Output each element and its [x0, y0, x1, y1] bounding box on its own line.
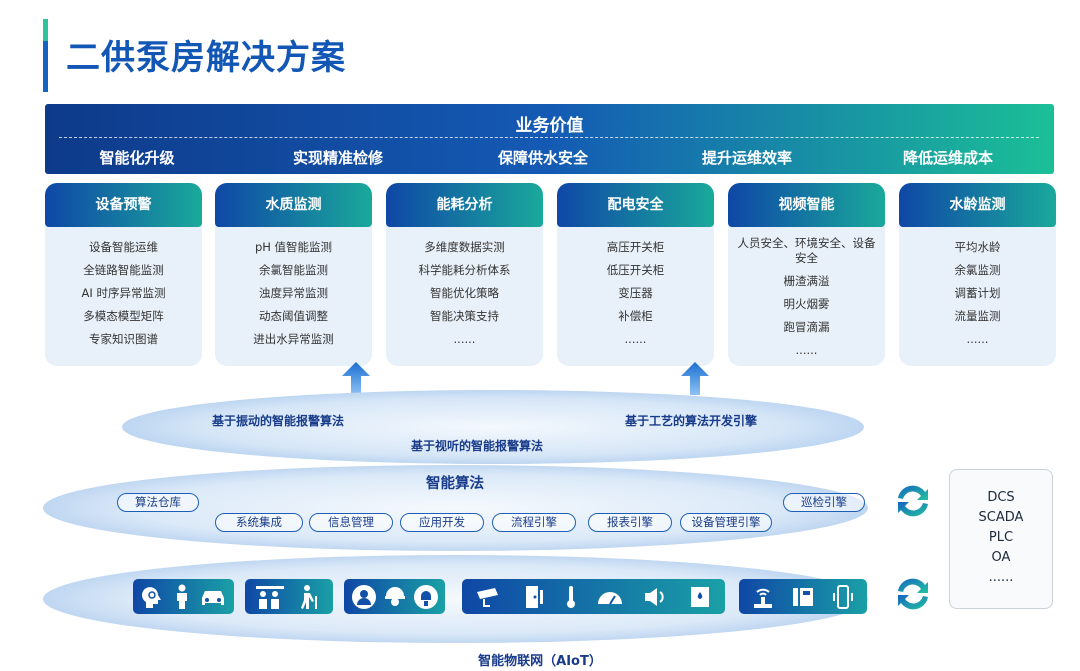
card-item: 余氯监测 [954, 263, 1001, 277]
car-icon [201, 590, 224, 605]
person-icon [177, 584, 188, 609]
module-app-development: 应用开发 [400, 513, 484, 532]
arrow-up-icon [681, 362, 709, 395]
gauge-icon [598, 591, 623, 605]
card-item: ...... [453, 332, 476, 346]
card-title: 设备预警 [45, 183, 202, 227]
card-title: 配电安全 [557, 183, 714, 227]
card-item: 浊度异常监测 [259, 286, 328, 300]
card-item: 动态阈值调整 [259, 309, 328, 323]
card-item: 人员安全、环境安全、设备安全 [737, 236, 876, 265]
banner-title: 业务价值 [515, 116, 584, 136]
value-label: 实现精准检修 [292, 149, 384, 167]
card-item: 设备智能运维 [89, 240, 158, 254]
card-water-quality: 水质监测 pH 值智能监测 余氯智能监测 浊度异常监测 动态阈值调整 进出水异常… [215, 183, 372, 366]
module-info-management: 信息管理 [309, 513, 393, 532]
card-equipment-warning: 设备预警 设备智能运维 全链路智能监测 AI 时序异常监测 多模态模型矩阵 专家… [45, 183, 202, 366]
icon-group-people-vehicle [133, 579, 234, 614]
card-item: 余氯智能监测 [259, 263, 328, 277]
system-item: DCS [987, 490, 1015, 505]
thermometer-icon [566, 585, 575, 608]
card-item: 明火烟雾 [783, 297, 830, 311]
arrow-up-icon [342, 362, 370, 395]
system-item: SCADA [978, 510, 1024, 525]
module-workflow-engine: 流程引擎 [492, 513, 576, 532]
card-item: 科学能耗分析体系 [418, 263, 511, 277]
card-item: 调蓄计划 [954, 286, 1001, 300]
card-energy-analysis: 能耗分析 多维度数据实测 科学能耗分析体系 智能优化策略 智能决策支持 ....… [386, 183, 543, 366]
system-item: OA [991, 550, 1011, 565]
card-item: ...... [966, 332, 989, 346]
module-device-engine: 设备管理引擎 [680, 513, 772, 532]
card-item: 跑冒滴漏 [783, 320, 830, 334]
external-systems-box: DCS SCADA PLC OA ...... [949, 469, 1053, 609]
banner-divider [59, 137, 1039, 138]
layer-iot-label: 智能物联网（AIoT） [478, 654, 602, 669]
card-power-safety: 配电安全 高压开关柜 低压开关柜 变压器 补偿柜 ...... [557, 183, 714, 366]
elderly-walker-icon [301, 584, 317, 609]
camera-icon [476, 587, 498, 607]
module-algorithm-repo: 算法仓库 [117, 493, 199, 512]
router-icon [754, 588, 772, 608]
module-system-integration: 系统集成 [215, 513, 303, 532]
value-label: 保障供水安全 [497, 149, 589, 167]
card-video-intelligence: 视频智能 人员安全、环境安全、设备安全 栅渣满溢 明火烟雾 跑冒滴漏 .....… [728, 183, 885, 366]
card-item: 平均水龄 [954, 240, 1001, 254]
value-label: 智能化升级 [99, 149, 175, 167]
people-group-icon [256, 585, 284, 609]
title-accent-bar [43, 19, 48, 92]
algorithm-engine-layer [122, 390, 864, 464]
module-inspection-engine: 巡检引擎 [783, 493, 865, 512]
card-item: 变压器 [618, 286, 653, 300]
card-title: 水质监测 [215, 183, 372, 227]
card-item: pH 值智能监测 [254, 240, 333, 254]
icon-group-staff [344, 579, 445, 614]
card-title: 水龄监测 [899, 183, 1056, 227]
card-title: 能耗分析 [386, 183, 543, 227]
card-water-age: 水龄监测 平均水龄 余氯监测 调蓄计划 流量监测 ...... [899, 183, 1056, 366]
card-item: AI 时序异常监测 [81, 286, 166, 300]
card-item: 智能决策支持 [430, 309, 499, 323]
door-sensor-icon [525, 585, 543, 608]
icon-group-people [245, 579, 333, 614]
meter-icon [793, 587, 813, 606]
icon-group-sensors [462, 579, 725, 614]
value-label: 降低运维成本 [902, 149, 994, 167]
card-item: 进出水异常监测 [253, 332, 334, 346]
icon-group-devices [739, 579, 867, 614]
card-item: 低压开关柜 [606, 263, 665, 277]
layer-algorithm-label: 智能算法 [426, 476, 484, 492]
system-item: ...... [988, 570, 1014, 585]
card-item: ...... [795, 343, 818, 357]
worker-helmet-icon [384, 586, 405, 606]
card-item: 流量监测 [954, 309, 1001, 323]
card-item: 多维度数据实测 [424, 240, 505, 254]
card-item: 智能优化策略 [430, 286, 499, 300]
card-item: 多模态模型矩阵 [83, 309, 164, 323]
water-tank-icon [691, 586, 710, 607]
card-item: 专家知识图谱 [89, 332, 158, 346]
sync-icon [898, 485, 928, 517]
head-wave-icon [142, 586, 162, 608]
engine-vibration: 基于振动的智能报警算法 [212, 414, 345, 428]
card-item: 栅渣满溢 [783, 274, 830, 288]
speaker-icon [645, 587, 664, 606]
engine-audiovisual: 基于视听的智能报警算法 [411, 439, 544, 453]
card-title: 视频智能 [728, 183, 885, 227]
card-item: 高压开关柜 [606, 240, 665, 254]
card-item: 补偿柜 [618, 309, 653, 323]
mobile-phone-icon [833, 584, 853, 609]
value-label: 提升运维效率 [701, 149, 793, 167]
module-report-engine: 报表引擎 [588, 513, 672, 532]
page-title: 二供泵房解决方案 [66, 38, 346, 78]
business-value-banner: 业务价值 智能化升级 实现精准检修 保障供水安全 提升运维效率 降低运维成本 [45, 104, 1054, 174]
operator-icon [413, 584, 438, 609]
sync-icon [898, 578, 928, 610]
user-circle-icon [351, 584, 376, 609]
engine-process: 基于工艺的算法开发引擎 [625, 414, 758, 428]
system-item: PLC [988, 530, 1014, 545]
card-item: ...... [624, 332, 647, 346]
card-item: 全链路智能监测 [83, 263, 164, 277]
